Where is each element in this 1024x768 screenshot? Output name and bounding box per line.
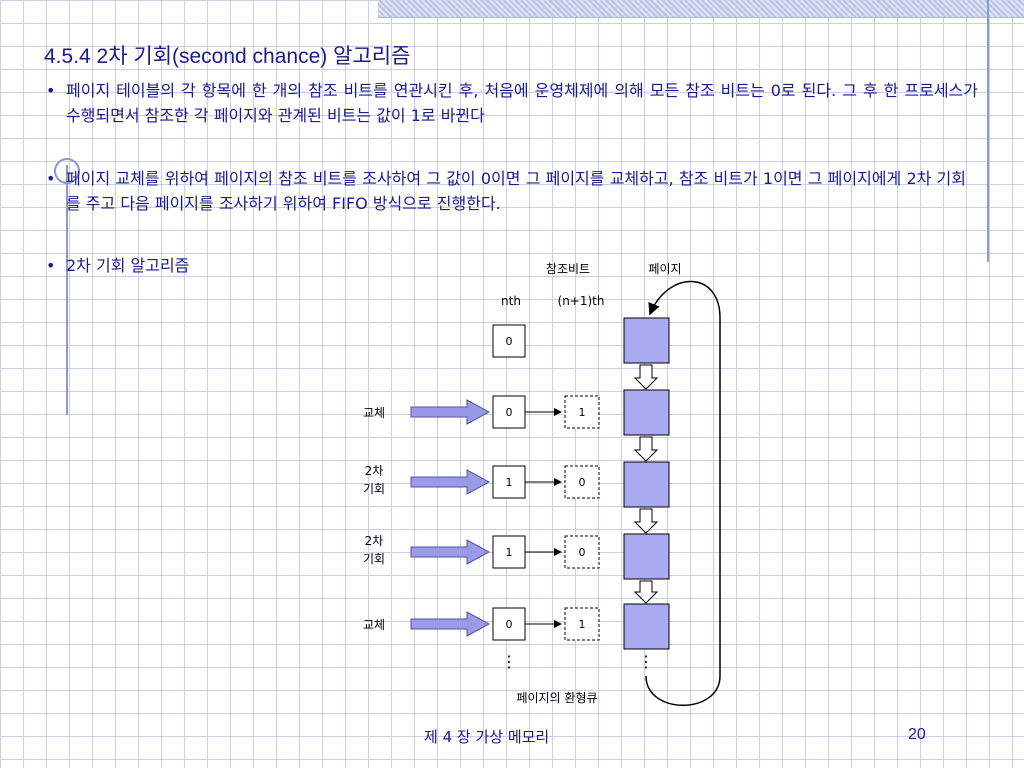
page-box (623, 317, 670, 364)
page-flow-arrow (633, 436, 659, 462)
nth-bit-value: 1 (506, 546, 513, 559)
next-bit-value: 1 (579, 618, 586, 631)
row-label: 기회 (363, 482, 385, 496)
pages-header: 페이지 (648, 262, 681, 276)
diagram-caption: 페이지의 환형큐 (516, 691, 597, 705)
nth-bit-box (492, 395, 526, 429)
row-label: 기회 (363, 552, 385, 566)
pointer-arrow (410, 469, 491, 495)
next-bit-box (564, 395, 600, 429)
header-decoration-bar (378, 0, 1024, 18)
page-number: 20 (908, 726, 926, 743)
page-box (623, 603, 670, 650)
bullet-marker: • (46, 256, 56, 275)
nth-bit-box (492, 535, 526, 569)
nth-bit-value: 0 (506, 406, 513, 419)
nth-bit-value: 0 (506, 618, 513, 631)
slide-title: 4.5.4 2차 기회(second chance) 알고리즘 (44, 45, 411, 68)
bullet-replacement-rule: 페이지 교체를 위하여 페이지의 참조 비트를 조사하여 그 값이 0이면 그 … (66, 169, 966, 213)
row-label: 2차 (365, 534, 384, 548)
circular-queue-loop (645, 280, 721, 706)
ref-bits-header: 참조비트 (546, 262, 590, 276)
next-bit-box (564, 535, 600, 569)
footer-chapter-title: 제 4 장 가상 메모리 (424, 728, 550, 746)
row-label: 교체 (363, 406, 385, 420)
bullet-marker: • (46, 169, 56, 188)
row-label: 2차 (365, 464, 384, 478)
pointer-arrow (410, 539, 491, 565)
page-box (623, 533, 670, 580)
nth-bit-box (492, 324, 526, 358)
decorative-circle (54, 158, 80, 184)
row-label: 교체 (363, 618, 385, 632)
next-bit-value: 0 (579, 546, 586, 559)
next-bit-box (564, 465, 600, 499)
bullet-algorithm-heading: 2차 기회 알고리즘 (66, 256, 190, 275)
next-bit-value: 1 (579, 406, 586, 419)
page-box (623, 461, 670, 508)
nth-bit-box (492, 607, 526, 641)
page-flow-arrow (633, 580, 659, 604)
next-bit-value: 0 (579, 476, 586, 489)
nth-column-label: nth (501, 294, 521, 308)
bullet-reference-bit-intro: 페이지 테이블의 각 항목에 한 개의 참조 비트를 연관시킨 후, 처음에 운… (66, 81, 978, 125)
page-flow-arrow (633, 508, 659, 534)
pointer-arrow (410, 399, 491, 425)
next-column-label: (n+1)th (558, 294, 605, 308)
ellipsis-bits: ⋮ (501, 652, 517, 671)
left-vertical-rule (66, 165, 68, 415)
right-vertical-rule (987, 0, 989, 262)
page-box (623, 389, 670, 436)
ellipsis-pages: ⋮ (638, 652, 654, 671)
next-bit-box (564, 607, 600, 641)
nth-bit-value: 1 (506, 476, 513, 489)
nth-bit-value: 0 (506, 335, 513, 348)
pointer-arrow (410, 611, 491, 637)
page-flow-arrow (633, 364, 659, 390)
bullet-marker: • (46, 81, 56, 100)
